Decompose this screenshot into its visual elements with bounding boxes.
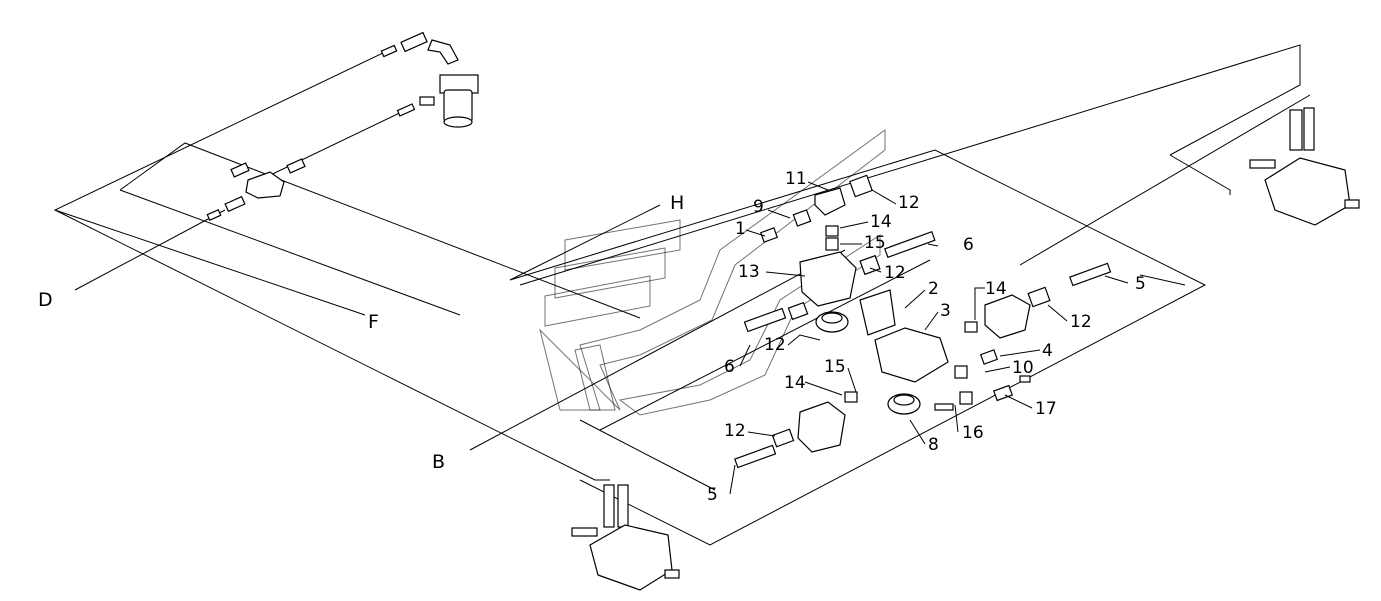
watermark-logo <box>539 129 886 416</box>
central-valve-cluster <box>734 174 1112 469</box>
callout-1: 1 <box>735 219 746 239</box>
callout-12: 12 <box>898 193 920 213</box>
reference-label-f: F <box>368 311 379 333</box>
part-callouts: 11 12 9 1 14 15 6 13 12 2 5 14 3 12 12 6… <box>707 169 1146 505</box>
callout-14: 14 <box>985 279 1007 299</box>
callout-15: 15 <box>864 233 886 253</box>
top-left-assembly <box>206 31 479 221</box>
brake-chamber-left <box>571 484 680 591</box>
callout-leaders <box>729 181 1129 495</box>
callout-15: 15 <box>824 357 846 377</box>
pipe-lines <box>53 44 1311 546</box>
callout-5: 5 <box>707 485 718 505</box>
callout-10: 10 <box>1012 358 1034 378</box>
callout-4: 4 <box>1042 341 1053 361</box>
callout-3: 3 <box>940 301 951 321</box>
callout-12: 12 <box>884 263 906 283</box>
callout-12: 12 <box>724 421 746 441</box>
callout-12: 12 <box>1070 312 1092 332</box>
callout-6: 6 <box>963 235 974 255</box>
callout-9: 9 <box>753 197 764 217</box>
reference-label-h: H <box>670 192 684 214</box>
callout-5: 5 <box>1135 274 1146 294</box>
callout-6: 6 <box>724 357 735 377</box>
reference-label-b: B <box>432 451 445 473</box>
reference-labels: D F H B <box>38 192 684 473</box>
brake-chamber-right <box>1249 107 1360 226</box>
callout-14: 14 <box>784 373 806 393</box>
callout-13: 13 <box>738 262 760 282</box>
callout-16: 16 <box>962 423 984 443</box>
callout-8: 8 <box>928 435 939 455</box>
callout-12: 12 <box>764 335 786 355</box>
callout-2: 2 <box>928 279 939 299</box>
reference-label-d: D <box>38 289 53 311</box>
callout-14: 14 <box>870 212 892 232</box>
callout-17: 17 <box>1035 399 1057 419</box>
callout-11: 11 <box>785 169 807 189</box>
